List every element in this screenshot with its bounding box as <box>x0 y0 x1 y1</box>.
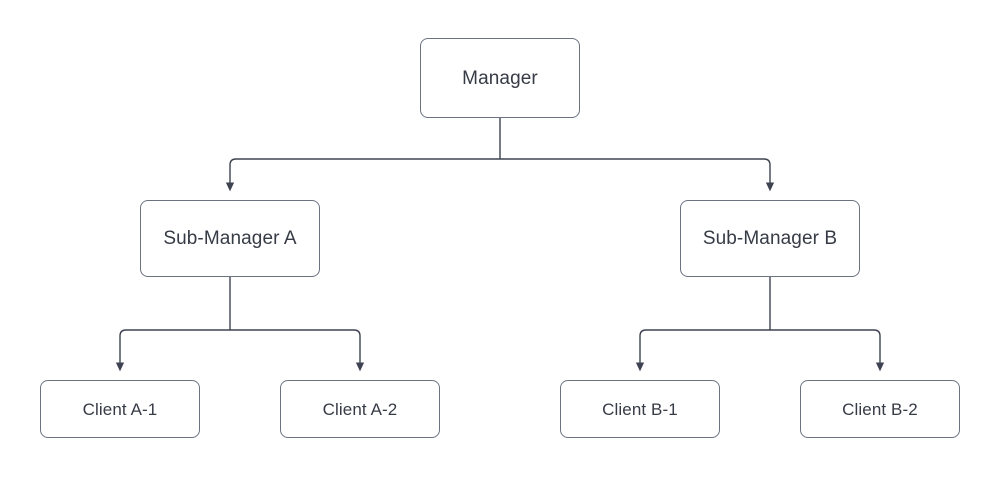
node-client-b1-label: Client B-1 <box>602 399 678 419</box>
node-client-b2[interactable]: Client B-2 <box>800 380 960 438</box>
node-manager-label: Manager <box>462 67 538 89</box>
node-sub-manager-b[interactable]: Sub-Manager B <box>680 200 860 277</box>
node-sub-manager-a-label: Sub-Manager A <box>163 228 297 249</box>
node-manager[interactable]: Manager <box>420 38 580 118</box>
node-client-a1[interactable]: Client A-1 <box>40 380 200 438</box>
node-sub-manager-a[interactable]: Sub-Manager A <box>140 200 320 277</box>
edge-sub-a-to-client-a1 <box>115 329 230 372</box>
node-sub-manager-b-label: Sub-Manager B <box>702 228 838 249</box>
node-client-b2-label: Client B-2 <box>842 399 918 419</box>
edge-sub-b-to-client-b2 <box>770 329 885 372</box>
node-client-a1-label: Client A-1 <box>82 399 158 419</box>
edge-manager-to-sub-b <box>500 158 775 192</box>
edge-sub-a-to-client-a2 <box>230 329 365 372</box>
node-client-a2[interactable]: Client A-2 <box>280 380 440 438</box>
node-client-a2-label: Client A-2 <box>322 399 398 419</box>
node-client-b1[interactable]: Client B-1 <box>560 380 720 438</box>
edge-sub-b-to-client-b1 <box>635 329 770 372</box>
edge-manager-to-sub-a <box>225 158 500 192</box>
